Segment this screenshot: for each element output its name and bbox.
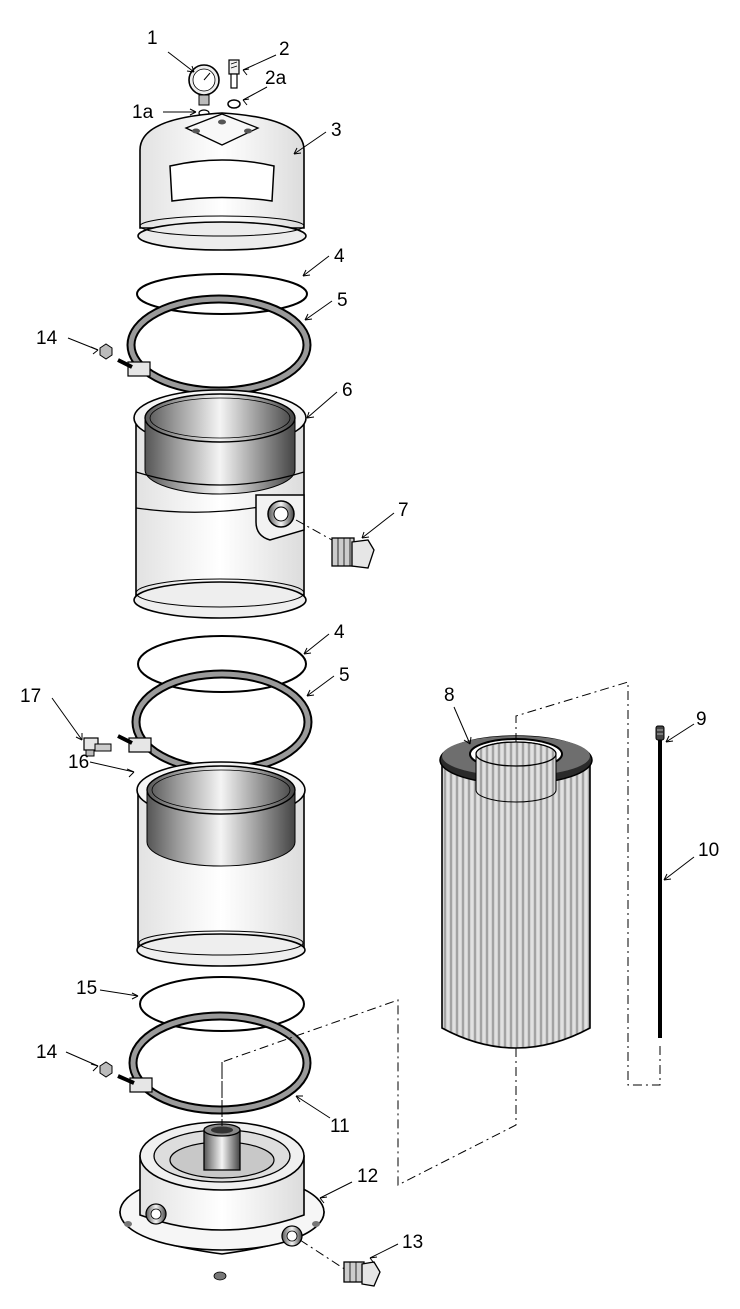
lower-tank-body (136, 761, 306, 967)
label-part-15: 15 (76, 978, 97, 999)
label-part-4-top: 4 (334, 246, 345, 267)
upper-tank-body (133, 389, 307, 619)
label-part-1: 1 (147, 28, 158, 49)
filter-cartridge (439, 735, 593, 1049)
base-o-ring (139, 976, 305, 1032)
label-part-5-top: 5 (337, 290, 348, 311)
drain-plug (295, 519, 375, 569)
label-part-2a: 2a (265, 68, 287, 89)
filter-lid (137, 112, 307, 251)
assembly-lines (221, 681, 661, 1186)
label-part-13: 13 (402, 1232, 423, 1253)
label-part-14-bottom: 14 (36, 1042, 58, 1063)
drain-valve (83, 737, 112, 757)
label-part-3: 3 (331, 120, 342, 141)
filter-base (119, 1121, 325, 1281)
air-relief-valve (228, 59, 240, 89)
label-part-6: 6 (342, 380, 353, 401)
label-part-7: 7 (398, 500, 409, 521)
body-o-ring-top (136, 273, 308, 315)
air-relief-o-ring (227, 99, 241, 109)
body-o-ring-middle (137, 635, 307, 693)
leader-lines (51, 51, 695, 1264)
clamp-nut-top (99, 343, 113, 360)
label-part-10: 10 (698, 840, 719, 861)
label-part-5-middle: 5 (339, 665, 350, 686)
label-part-8: 8 (444, 685, 455, 706)
clamp-ring-bottom (117, 1011, 312, 1115)
label-part-16: 16 (68, 752, 89, 773)
clamp-ring-middle (117, 669, 313, 775)
label-part-2: 2 (279, 39, 290, 60)
label-part-17: 17 (20, 686, 41, 707)
label-part-1a: 1a (132, 102, 154, 123)
label-part-14-top: 14 (36, 328, 58, 349)
label-part-9: 9 (696, 709, 707, 730)
pressure-gauge (188, 64, 220, 106)
label-part-12: 12 (357, 1166, 378, 1187)
label-part-4-middle: 4 (334, 622, 345, 643)
clamp-ring-top (117, 294, 312, 396)
clamp-nut-bottom (99, 1061, 113, 1078)
air-relief-cap (655, 725, 665, 741)
label-part-11: 11 (330, 1116, 350, 1137)
base-drain-plug (299, 1239, 381, 1287)
